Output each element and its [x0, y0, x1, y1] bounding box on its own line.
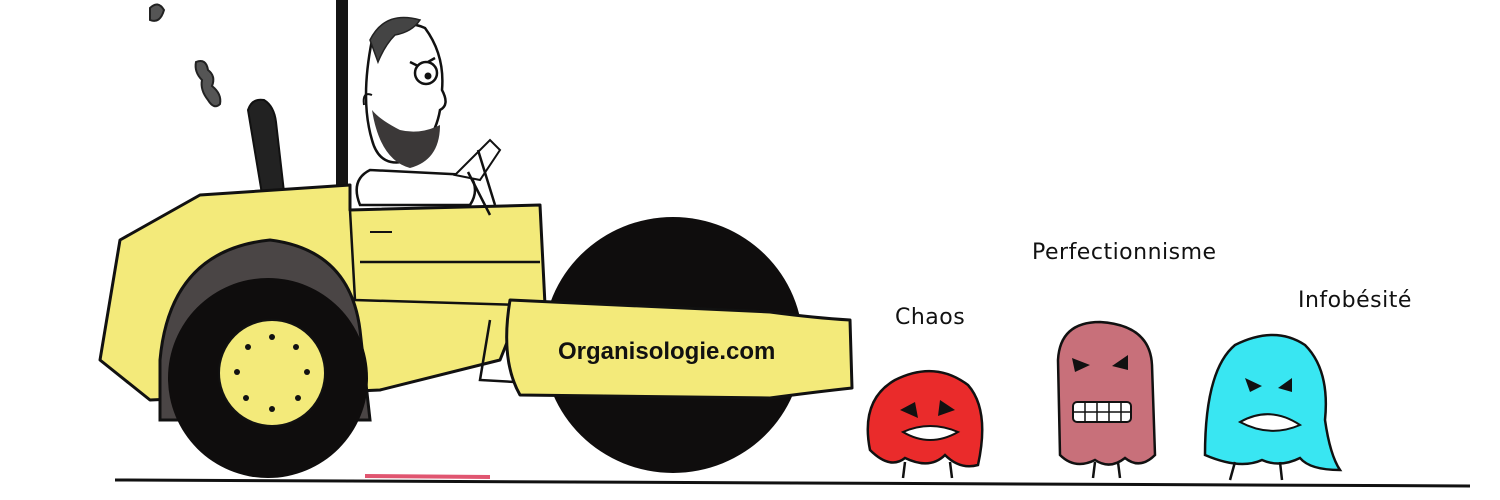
infobesite-label: Infobésité [1298, 288, 1412, 313]
smoke-icon [149, 3, 222, 108]
perfectionnisme-monster [1056, 320, 1157, 479]
brand-text: Organisologie.com [558, 338, 776, 365]
perfectionnisme-label: Perfectionnisme [1032, 240, 1217, 265]
chaos-label: Chaos [895, 305, 966, 330]
ground-mark [364, 474, 491, 479]
drum-frame [505, 298, 854, 400]
ground-line [114, 478, 1471, 488]
cabin-pole [336, 0, 348, 210]
driver [355, 16, 502, 216]
chaos-monster [866, 369, 984, 479]
exhaust-pipe [246, 98, 286, 196]
infobesite-monster [1203, 333, 1343, 481]
